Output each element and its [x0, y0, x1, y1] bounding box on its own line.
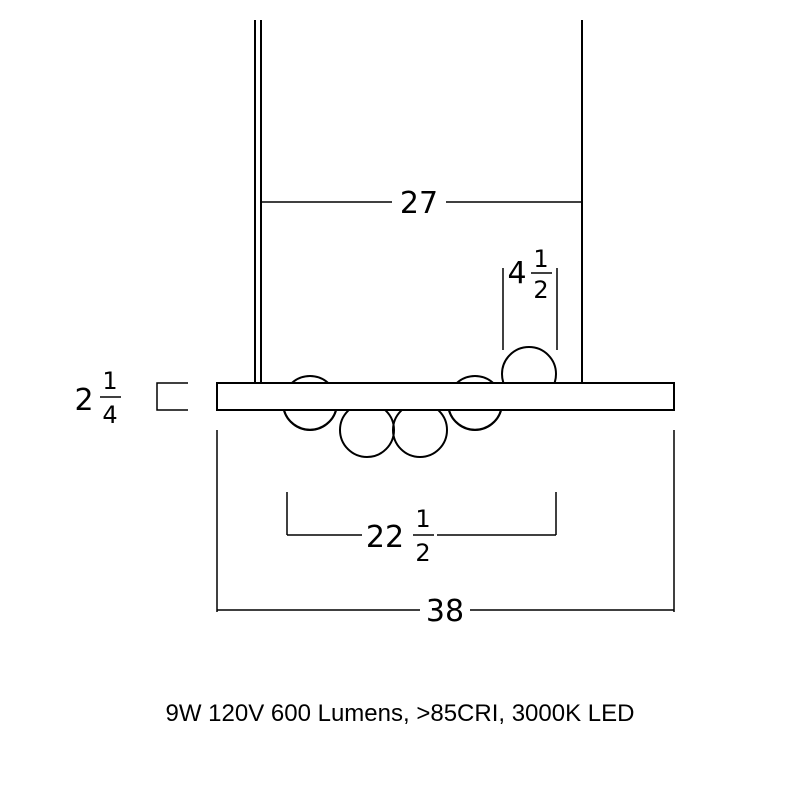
bar-height-numerator: 1 — [102, 367, 117, 395]
overall-width-dimension: 38 — [216, 430, 675, 629]
light-bar — [216, 382, 675, 411]
globe-drop-denominator: 2 — [533, 276, 548, 304]
spec-caption: 9W 120V 600 Lumens, >85CRI, 3000K LED — [165, 700, 635, 727]
globe-lower-arcs — [283, 409, 502, 431]
rod-spacing-dimension: 27 — [261, 186, 582, 221]
overall-width-label: 38 — [426, 594, 464, 629]
globe-drop-dimension: 4 1 2 — [502, 245, 558, 350]
bar-height-dimension: 2 1 4 — [74, 367, 188, 429]
globe-span-numerator: 1 — [415, 505, 430, 533]
globe-drop-whole: 4 — [507, 256, 526, 291]
globe-drop-numerator: 1 — [533, 245, 548, 273]
globe-span-denominator: 2 — [415, 539, 430, 567]
bar-height-whole: 2 — [74, 383, 93, 418]
globe-span-dimension: 22 1 2 — [286, 492, 557, 567]
globe-span-whole: 22 — [366, 520, 404, 555]
rod-spacing-label: 27 — [400, 186, 438, 221]
bar-height-denominator: 4 — [102, 401, 117, 429]
